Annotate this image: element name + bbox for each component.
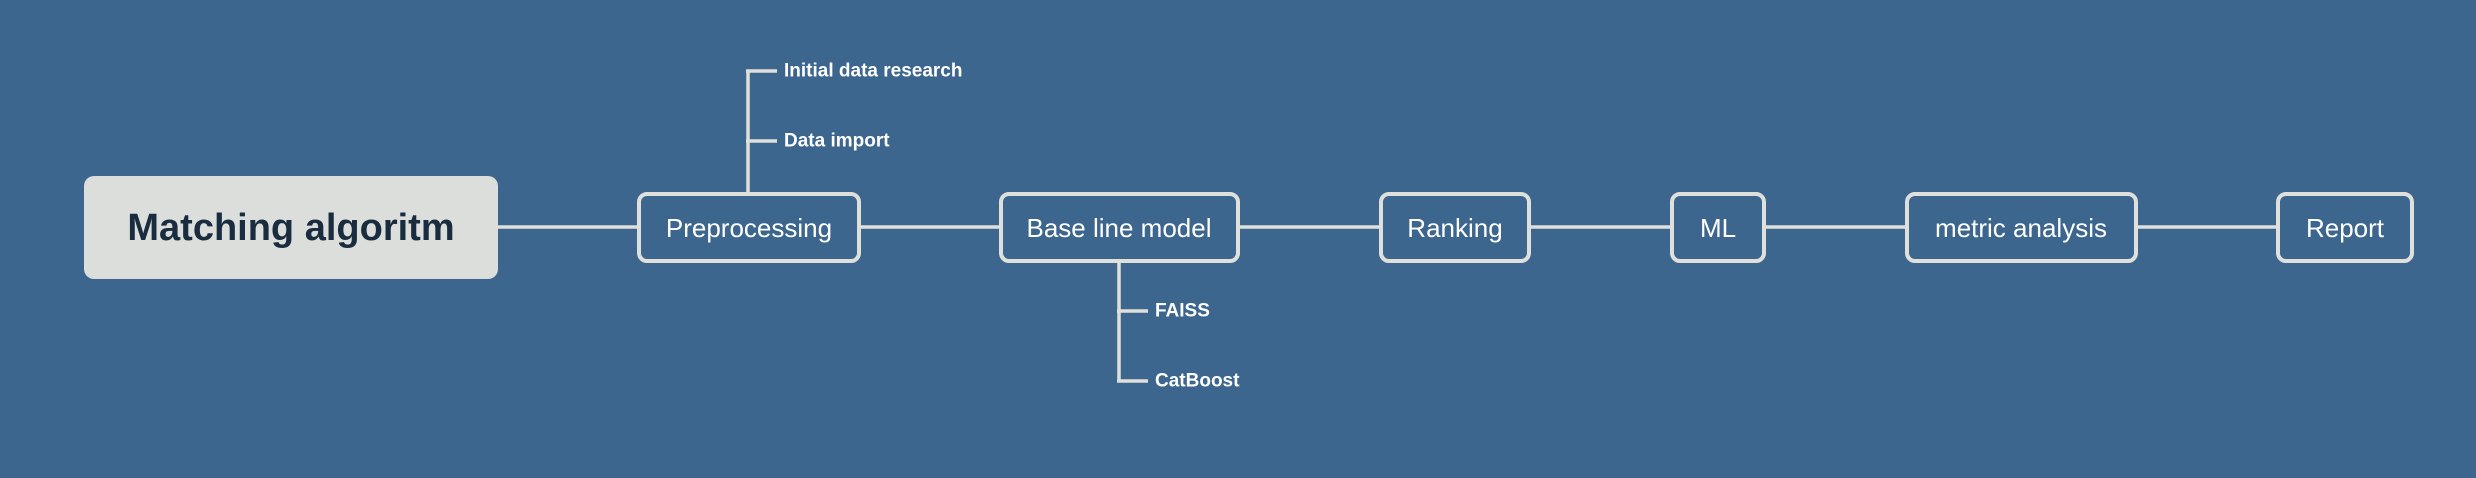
node-baseline-model[interactable]: Base line model [999, 192, 1240, 263]
root-node-box [84, 176, 498, 279]
node-preprocessing-box [637, 192, 861, 263]
node-metric-analysis[interactable]: metric analysis [1905, 192, 2138, 263]
node-ranking[interactable]: Ranking [1379, 192, 1531, 263]
leaf-catboost[interactable]: CatBoost [1155, 371, 1240, 392]
node-ml-box [1670, 192, 1766, 263]
node-report-label: Report [2306, 213, 2385, 243]
node-preprocessing[interactable]: Preprocessing [637, 192, 861, 263]
node-baseline-model-label: Base line model [1027, 213, 1212, 243]
node-baseline-model-box [999, 192, 1240, 263]
leaf-data-import[interactable]: Data import [784, 131, 890, 152]
root-node-label: Matching algoritm [127, 207, 454, 249]
connectors [498, 69, 2277, 383]
node-ranking-label: Ranking [1407, 213, 1502, 243]
node-ml-label: ML [1700, 213, 1736, 243]
node-preprocessing-label: Preprocessing [666, 213, 832, 243]
root-node[interactable]: Matching algoritm [84, 176, 498, 279]
node-metric-analysis-label: metric analysis [1935, 213, 2107, 243]
node-report-box [2276, 192, 2414, 263]
node-ml[interactable]: ML [1670, 192, 1766, 263]
leaf-faiss[interactable]: FAISS [1155, 301, 1210, 322]
node-ranking-box [1379, 192, 1531, 263]
node-report[interactable]: Report [2276, 192, 2414, 263]
leaf-initial-data-research[interactable]: Initial data research [784, 61, 962, 82]
node-metric-analysis-box [1905, 192, 2138, 263]
